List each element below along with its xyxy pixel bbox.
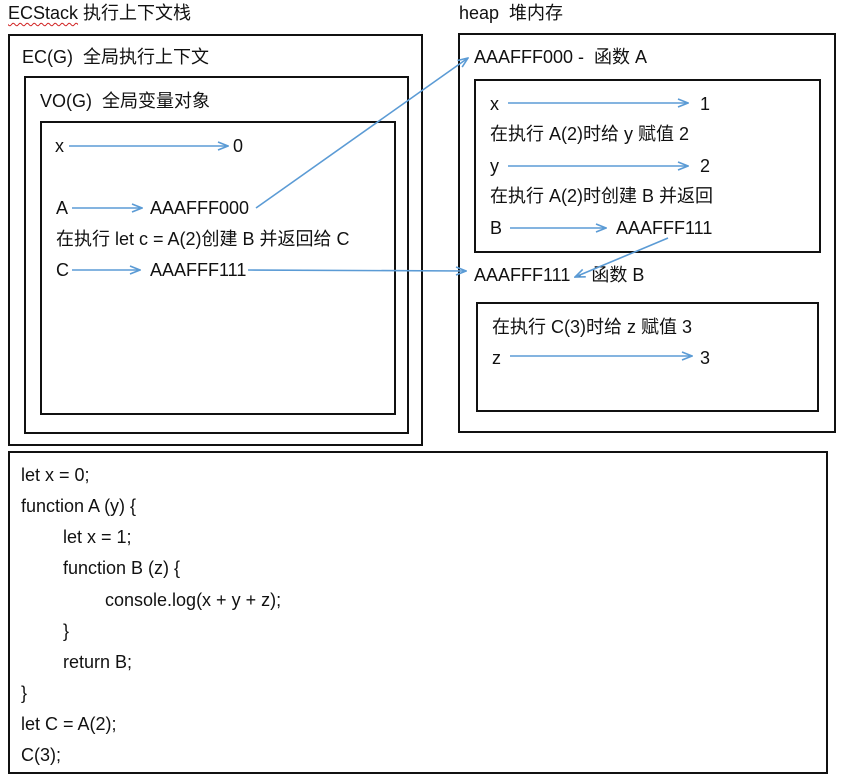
func-a-y-name: y xyxy=(490,156,499,176)
ecstack-subtitle: 执行上下文栈 xyxy=(83,3,192,23)
func-b-z-value: 3 xyxy=(700,348,711,368)
func-a-note-b: 在执行 A(2)时创建 B 并返回 xyxy=(490,186,714,206)
code-line-6: } xyxy=(63,621,70,641)
code-line-8: } xyxy=(21,683,28,703)
vo-label: VO(G) 全局变量对象 xyxy=(40,91,210,111)
heap-b-label: AAAFFF111 - 函数 B xyxy=(474,265,645,285)
func-b-z-name: z xyxy=(492,348,501,368)
heap-a-label: AAAFFF000 - 函数 A xyxy=(474,47,648,67)
heap-title: heap 堆内存 xyxy=(459,3,564,23)
code-line-3: let x = 1; xyxy=(63,527,132,547)
vo-a-value: AAAFFF000 xyxy=(150,198,250,218)
func-a-b-value: AAAFFF111 xyxy=(616,218,713,238)
vo-c-name: C xyxy=(56,260,69,280)
code-box xyxy=(8,451,828,774)
code-line-9: let C = A(2); xyxy=(21,714,117,734)
ecg-box xyxy=(24,76,409,434)
vo-c-value: AAAFFF111 xyxy=(150,260,247,280)
vo-note: 在执行 let c = A(2)创建 B 并返回给 C xyxy=(56,229,350,249)
ecstack-box xyxy=(8,34,423,446)
func-a-note-y: 在执行 A(2)时给 y 赋值 2 xyxy=(490,124,690,144)
vo-a-name: A xyxy=(56,198,69,218)
code-line-1: let x = 0; xyxy=(21,465,90,485)
vo-x-name: x xyxy=(55,136,64,156)
func-a-x-name: x xyxy=(490,94,499,114)
func-a-b-name: B xyxy=(490,218,503,238)
func-a-y-value: 2 xyxy=(700,156,711,176)
code-line-5: console.log(x + y + z); xyxy=(105,590,282,610)
code-line-4: function B (z) { xyxy=(63,558,181,578)
ecstack-title: ECStack 执行上下文栈 xyxy=(8,3,191,23)
vo-box xyxy=(40,121,396,415)
func-b-note-z: 在执行 C(3)时给 z 赋值 3 xyxy=(492,317,693,337)
vo-x-value: 0 xyxy=(233,136,244,156)
code-line-7: return B; xyxy=(63,652,133,672)
ecstack-word: ECStack xyxy=(8,3,79,23)
ecg-label: EC(G) 全局执行上下文 xyxy=(22,47,209,67)
func-b-box xyxy=(476,302,819,412)
func-a-x-value: 1 xyxy=(700,94,711,114)
heap-box xyxy=(458,33,836,433)
code-line-10: C(3); xyxy=(21,745,61,765)
code-line-2: function A (y) { xyxy=(21,496,137,516)
